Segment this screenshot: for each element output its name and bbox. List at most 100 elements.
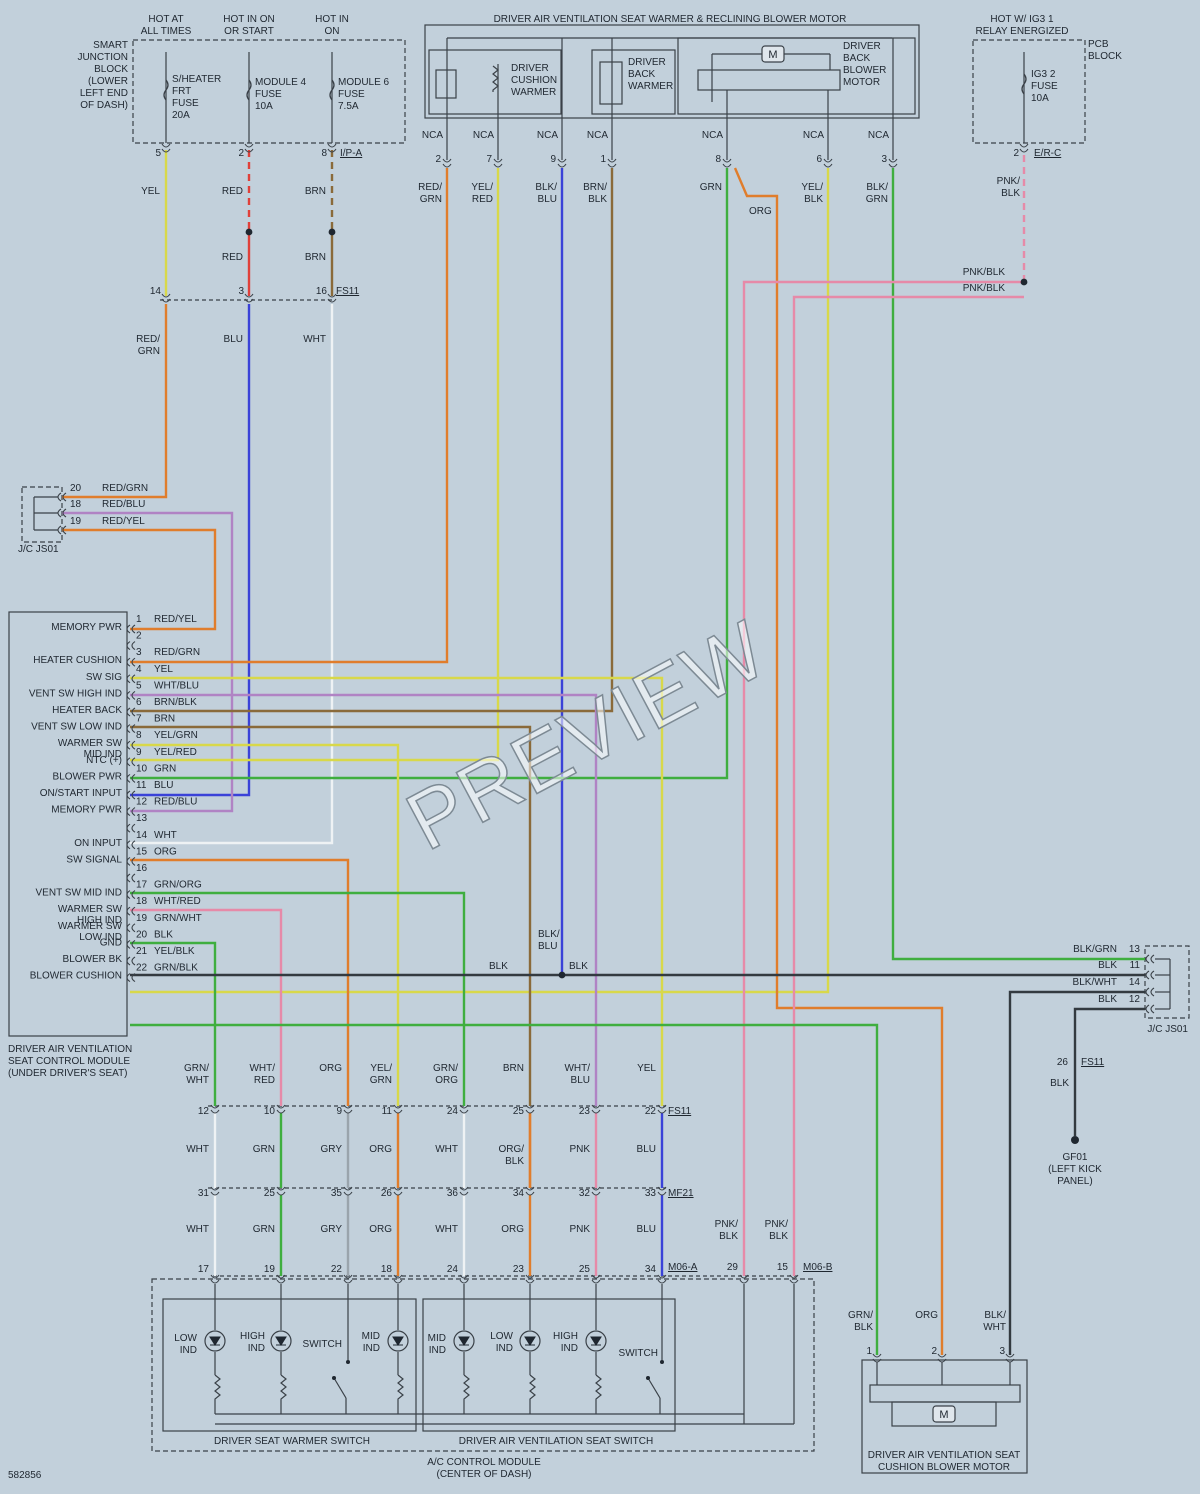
wire-yel-sw-sig [130, 676, 664, 1106]
pin-number: 10 [136, 763, 148, 774]
module-pin-function: NTC (+) [86, 755, 122, 766]
pin-number: 14 [1129, 977, 1141, 988]
m06-terminal [525, 1279, 535, 1284]
wire-color: ORG [319, 1063, 342, 1074]
vent-switch-label: DRIVER AIR VENTILATION SEAT SWITCH [459, 1436, 653, 1447]
pin-number: 3 [136, 647, 142, 658]
connector-label: J/C JS01 [18, 544, 59, 555]
led-indicator-icon [453, 1330, 475, 1352]
nca-label: NCA [868, 130, 889, 141]
module-terminal [126, 724, 131, 734]
wire-color: BLK [1050, 1078, 1069, 1089]
pin-number: 2 [931, 1346, 937, 1357]
wire-color: PNK/BLK [715, 1219, 739, 1242]
module-pin-function: HEATER BACK [52, 705, 122, 716]
module-terminal [131, 856, 136, 866]
resistor-icon [214, 1374, 221, 1401]
wire-color: ORG [915, 1310, 938, 1321]
pin-number: 2 [435, 154, 441, 165]
document-id: 582856 [8, 1470, 42, 1481]
seat-terminal [493, 158, 503, 163]
motor-icon [932, 1405, 956, 1423]
resistor-icon [397, 1374, 404, 1401]
m06b-terminal [789, 1274, 799, 1279]
seat-terminal [888, 163, 898, 168]
wire-color: WHT [186, 1144, 209, 1155]
pin-number: 18 [381, 1264, 393, 1275]
pin-number: 26 [381, 1188, 393, 1199]
fuse-icon [163, 79, 169, 101]
wire-color: RED/GRN [418, 182, 442, 205]
led-indicator-icon [519, 1330, 541, 1352]
mf21-terminal [210, 1191, 220, 1196]
cushion-blower-motor-box [861, 1359, 1028, 1474]
ground-symbol-icon [1071, 1136, 1079, 1144]
module-pin-function: MEMORY PWR [51, 622, 122, 633]
wire-color: RED/GRN [154, 647, 200, 658]
pin-number: 16 [136, 863, 148, 874]
module-terminal [131, 757, 136, 767]
wire-color: WHT/BLU [154, 680, 199, 691]
wire-color: GRN [700, 182, 722, 193]
resistor-icon [595, 1374, 602, 1401]
sjb-terminal [244, 148, 254, 153]
m06b-terminal [739, 1279, 749, 1284]
wire-color: WHT [435, 1224, 458, 1235]
pin-number: 3 [238, 286, 244, 297]
m06-terminal [459, 1279, 469, 1284]
fs11-terminal [327, 293, 337, 298]
pin-number: 25 [264, 1188, 276, 1199]
mf21-terminal [525, 1186, 535, 1191]
motor-symbol-label: M [768, 49, 777, 61]
wire-color: BRN [154, 714, 175, 725]
back-blower-body [697, 69, 841, 91]
pin-number: 6 [136, 697, 142, 708]
led-indicator-icon [204, 1330, 226, 1352]
mf21-terminal [657, 1186, 667, 1191]
module-terminal [126, 740, 131, 750]
pin-number: 1 [866, 1346, 872, 1357]
switch-item-label: SWITCH [619, 1348, 658, 1359]
wire-color: PNK/BLK [997, 176, 1021, 199]
seat-terminal [888, 158, 898, 163]
pin-number: 2 [136, 631, 142, 642]
wire-color: BRN [305, 252, 326, 263]
pin-number: 7 [136, 714, 142, 725]
wire-color: RED/YEL [154, 614, 197, 625]
wire-blk-ground [1073, 1007, 1145, 1136]
wire-color: ORG [749, 206, 772, 217]
pin-number: 13 [1129, 944, 1141, 955]
module-terminal [131, 740, 136, 750]
pin-number: 9 [136, 747, 142, 758]
pin-number: 22 [136, 963, 148, 974]
pin-number: 29 [727, 1262, 739, 1273]
module-terminal [126, 773, 131, 783]
pin-number: 18 [136, 896, 148, 907]
pin-number: 23 [579, 1106, 591, 1117]
wire-wht-red [130, 908, 283, 1106]
warmer-switch-label: DRIVER SEAT WARMER SWITCH [214, 1436, 370, 1447]
wire-color: BLK/GRN [1073, 944, 1117, 955]
motor-symbol-label: M [939, 1409, 948, 1421]
js01-terminal [1150, 1004, 1155, 1014]
nca-label: NCA [702, 130, 723, 141]
wire-grn-blk-cushion [130, 1023, 879, 1355]
js01-terminal [1150, 987, 1155, 997]
m06-terminal [591, 1279, 601, 1284]
m06-terminal [525, 1274, 535, 1279]
module-terminal [131, 657, 136, 667]
wire-color: GRN/ORG [433, 1063, 458, 1086]
fs11-terminal [244, 293, 254, 298]
js01-terminal [57, 525, 62, 535]
wire-yel-red-ntc [130, 168, 500, 762]
module-terminal [126, 890, 131, 900]
switch-contact [646, 1376, 650, 1380]
module-terminal [126, 906, 131, 916]
